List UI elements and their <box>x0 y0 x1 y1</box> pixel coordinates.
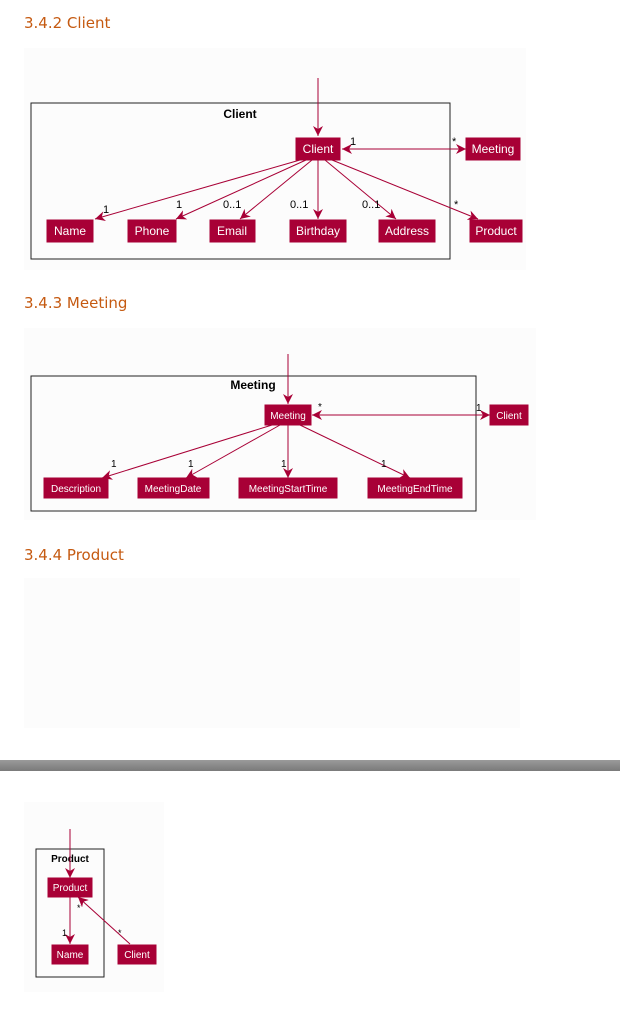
section-heading-meeting: 3.4.3 Meeting <box>24 294 128 312</box>
node-meeting: Meeting <box>465 137 521 161</box>
node-meeting-start-time-label: MeetingStartTime <box>249 484 328 495</box>
node-phone-label: Phone <box>135 224 170 238</box>
node-meeting-client: Client <box>489 404 529 426</box>
section-heading-product: 3.4.4 Product <box>24 546 124 564</box>
mult-client-meeting-near: 1 <box>350 136 356 148</box>
mult-meeting-date: 1 <box>188 459 194 470</box>
mult-product-client: * <box>118 928 122 938</box>
page-break-divider <box>0 760 620 771</box>
mult-client-meeting-far: * <box>452 136 457 148</box>
node-meeting-start-time: MeetingStartTime <box>238 477 338 499</box>
node-product-client: Client <box>117 944 157 965</box>
mult-birthday: 0..1 <box>290 199 308 211</box>
client-diagram: Client 1 * 1 1 0..1 0..1 0..1 * Client M… <box>30 78 523 260</box>
mult-product-name-near: * <box>77 903 81 913</box>
mult-meeting-start-time: 1 <box>281 459 287 470</box>
product-diagram-area-top <box>24 578 520 728</box>
node-email-label: Email <box>217 224 247 238</box>
mult-name: 1 <box>103 204 109 216</box>
client-name-edge <box>94 159 301 222</box>
client-diagram-area <box>24 48 526 270</box>
node-meeting-end-time-label: MeetingEndTime <box>377 484 453 495</box>
mult-description: 1 <box>111 459 117 470</box>
node-product: Product <box>47 877 93 898</box>
node-product-label: Product <box>475 224 517 238</box>
meeting-date-edge <box>185 424 281 479</box>
node-description: Description <box>43 477 109 499</box>
node-product-name: Name <box>51 944 89 965</box>
node-email: Email <box>209 219 256 243</box>
client-phone-edge <box>175 159 307 220</box>
mult-address: 0..1 <box>362 199 380 211</box>
mult-meeting-end-time: 1 <box>381 459 387 470</box>
node-address-label: Address <box>385 224 429 238</box>
section-heading-client: 3.4.2 Client <box>24 14 111 32</box>
node-product-label: Product <box>53 883 88 894</box>
client-frame-title: Client <box>223 107 256 121</box>
node-birthday: Birthday <box>289 219 347 243</box>
client-product-edge <box>77 896 131 945</box>
node-meeting-date-label: MeetingDate <box>145 484 202 495</box>
node-phone: Phone <box>127 219 177 243</box>
node-address: Address <box>378 219 436 243</box>
node-name-label: Name <box>54 224 86 238</box>
node-meeting-center: Meeting <box>264 404 312 426</box>
mult-product: * <box>454 199 459 211</box>
node-product-name-label: Name <box>57 950 84 961</box>
mult-meeting-client-far: 1 <box>476 403 482 414</box>
node-client: Client <box>295 137 341 161</box>
mult-email: 0..1 <box>223 199 241 211</box>
mult-meeting-client-near: * <box>318 402 322 413</box>
meeting-end-time-edge <box>299 424 411 479</box>
node-name: Name <box>46 219 94 243</box>
node-birthday-label: Birthday <box>296 224 340 238</box>
node-meeting-center-label: Meeting <box>270 411 306 422</box>
node-product: Product <box>469 219 523 243</box>
client-product-edge <box>331 159 479 220</box>
client-address-edge <box>324 159 397 220</box>
node-client-label: Client <box>303 142 334 156</box>
node-meeting-date: MeetingDate <box>137 477 210 499</box>
node-meeting-label: Meeting <box>472 142 515 156</box>
node-meeting-end-time: MeetingEndTime <box>367 477 463 499</box>
meeting-frame <box>30 375 477 512</box>
node-meeting-client-label: Client <box>496 411 522 422</box>
meeting-description-edge <box>101 424 273 480</box>
client-email-edge <box>239 159 313 220</box>
node-product-client-label: Client <box>124 950 150 961</box>
mult-product-name-far: 1 <box>62 928 67 938</box>
meeting-frame-title: Meeting <box>230 378 275 392</box>
client-frame <box>30 102 451 260</box>
node-description-label: Description <box>51 484 101 495</box>
mult-phone: 1 <box>176 199 182 211</box>
meeting-diagram: Meeting * 1 1 1 1 1 Meeting Client Descr… <box>30 354 529 512</box>
